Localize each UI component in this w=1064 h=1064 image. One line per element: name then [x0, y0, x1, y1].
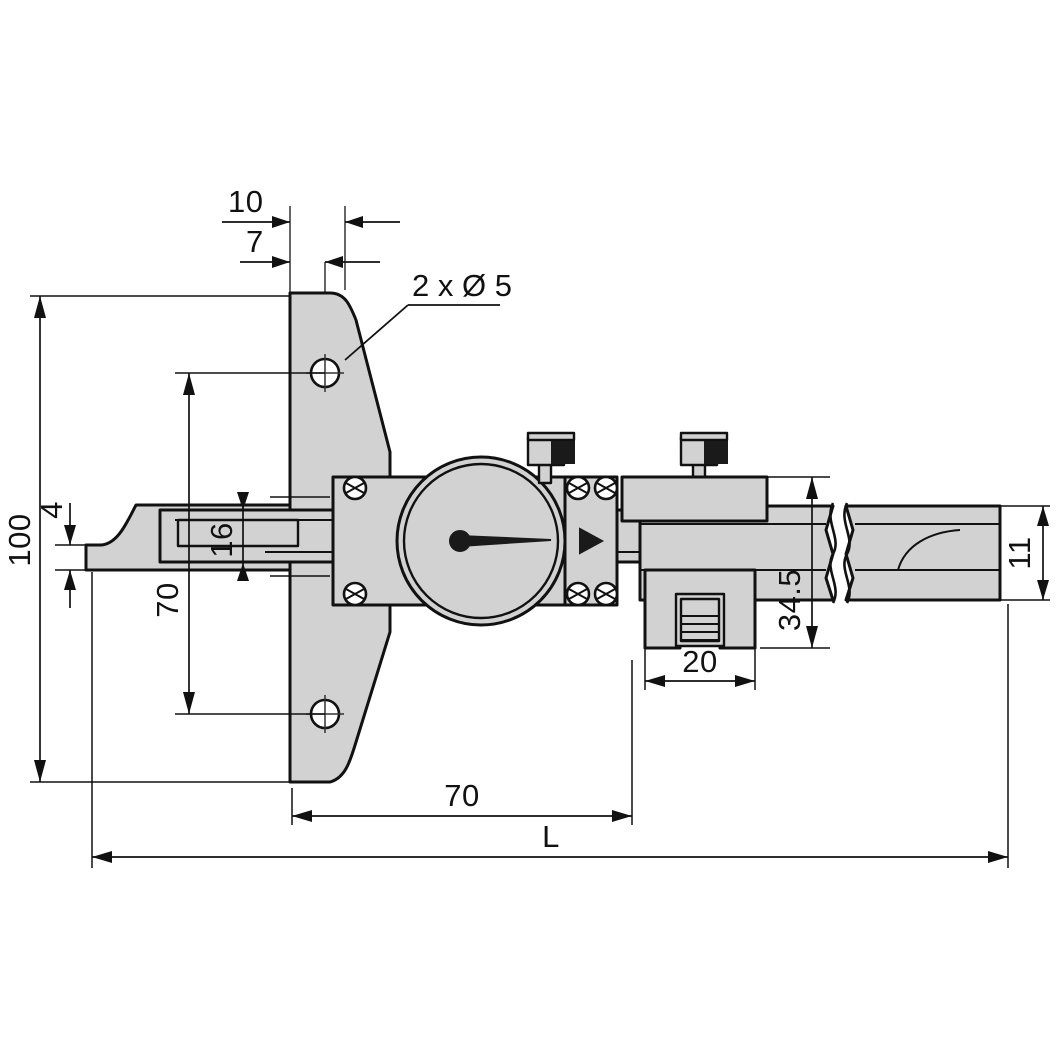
rail-slot [176, 518, 300, 548]
screw-tr-slot2 [596, 482, 616, 494]
dim-4-arrow-top [64, 525, 76, 545]
hole-note-leader-diagonal [344, 304, 409, 361]
screw-br-slot2 [596, 588, 616, 600]
thumbscrew-right-knurl [704, 438, 728, 464]
dim-100-arrow-bottom [34, 760, 46, 782]
dim-16-label: 16 [204, 522, 239, 557]
dim-16-arrow-top [237, 492, 249, 510]
dimension-70-vertical-group: 70 [150, 372, 325, 715]
dim-70v-arrow-top [183, 373, 195, 395]
dim-11-label: 11 [1002, 536, 1037, 569]
dim-7-arrow-right [325, 256, 343, 268]
screw-bm-slot2 [568, 588, 588, 600]
dim-16-arrow-bottom [237, 563, 249, 581]
dim-20-arrow-left [645, 675, 665, 687]
dim-L-label: L [542, 819, 560, 854]
dimension-20-group: 20 [644, 644, 756, 690]
dimension-70-horizontal-group: 70 [291, 660, 633, 825]
dimension-16-group: 16 [204, 492, 330, 581]
housing-screws [342, 475, 619, 607]
dim-70h-arrow-right [612, 810, 632, 822]
dim-10-label: 10 [228, 184, 263, 219]
dim-100-label: 100 [2, 513, 37, 566]
dim-20-label: 20 [682, 644, 717, 679]
dim-20-arrow-right [735, 675, 755, 687]
dim-L-arrow-left [92, 851, 112, 863]
dim-345-arrow-top [806, 477, 818, 499]
dim-70h-arrow-left [292, 810, 312, 822]
dim-10-arrow-right [345, 216, 363, 228]
clamp-block [620, 475, 769, 523]
clamp-block-body [620, 475, 769, 523]
dimension-345-group: 34.5 [760, 476, 830, 649]
thumbscrew-left-knurl [551, 438, 575, 464]
dimension-4-group: 4 [34, 501, 86, 608]
dim-11-arrow-bottom [1037, 580, 1049, 600]
beam-break-symbol-right [843, 502, 851, 604]
dimension-L-group: L [91, 572, 1009, 868]
beam-chamfer-curve [897, 529, 961, 571]
dim-L-arrow-right [988, 851, 1008, 863]
thumbscrew-left[interactable] [526, 431, 576, 485]
dim-4-label: 4 [34, 501, 69, 519]
thumbscrew-right[interactable] [679, 431, 729, 483]
dim-70h-label: 70 [444, 778, 479, 813]
fine-adjust-knurl-lines [681, 615, 719, 641]
hole-note-callout: 2 x Ø 5 [344, 268, 512, 361]
dimension-top-group: 10 7 [222, 184, 400, 268]
dial-needle-hub [449, 530, 471, 552]
screw-tm-slot2 [568, 482, 588, 494]
dim-70v-arrow-bottom [183, 692, 195, 714]
dial-indicator [395, 455, 567, 627]
thumbscrew-left-cap [526, 431, 576, 442]
thumbscrew-right-cap [679, 431, 729, 442]
screw-bl-slot2 [345, 588, 365, 600]
dimension-11-group: 11 [1000, 505, 1050, 601]
hole-note-label: 2 x Ø 5 [412, 268, 512, 303]
direction-arrow-icon [579, 527, 605, 555]
beam-right-segment [844, 504, 1002, 602]
fine-adjust-roller-inner[interactable] [679, 597, 721, 643]
dim-345-label: 34.5 [772, 569, 807, 631]
dim-11-arrow-top [1037, 506, 1049, 526]
dim-7-label: 7 [246, 224, 264, 259]
dim-70v-label: 70 [150, 582, 185, 617]
dim-7-arrow-left [272, 256, 290, 268]
dimension-100-group: 100 [2, 295, 290, 783]
screw-tl-slot2 [345, 482, 365, 494]
fine-adjust-assembly [643, 568, 757, 650]
beam-break-symbol-left [829, 502, 837, 604]
dim-10-arrow-left [272, 216, 290, 228]
dim-4-arrow-bottom [64, 570, 76, 590]
dim-345-arrow-bottom [806, 626, 818, 648]
dim-100-arrow-top [34, 296, 46, 318]
